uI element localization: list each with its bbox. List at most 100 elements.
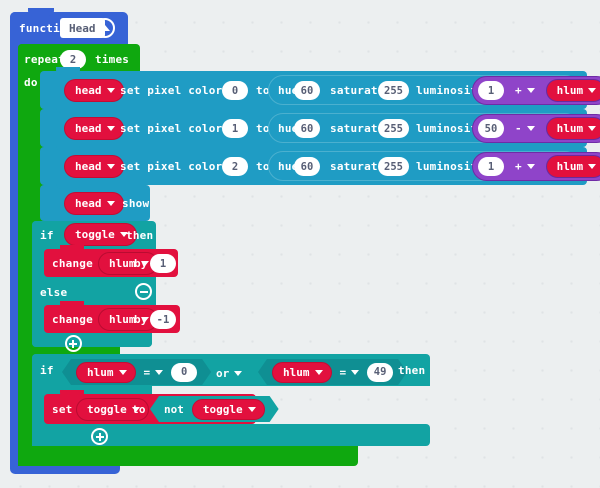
set-pixel-block-1-notch xyxy=(56,105,80,113)
if-compare-footer xyxy=(32,424,430,446)
hue-field-1[interactable]: 60 xyxy=(294,119,320,138)
change-amount-field-then[interactable]: 1 xyxy=(150,254,176,273)
join-operator-dropdown[interactable]: or xyxy=(212,365,246,382)
operand-left-field-1[interactable]: 50 xyxy=(478,119,504,138)
hue-field-0[interactable]: 60 xyxy=(294,81,320,100)
luminosity-label-2: luminosity xyxy=(416,160,485,173)
target-dropdown-2[interactable]: head xyxy=(64,155,124,178)
operand-right-dropdown-1[interactable]: hlum xyxy=(545,117,600,140)
if-toggle-else-label: else xyxy=(40,286,68,299)
show-block-notch xyxy=(56,181,80,189)
change-amount-field-else[interactable]: -1 xyxy=(150,310,176,329)
chevron-down-icon xyxy=(526,126,535,131)
saturation-field-1[interactable]: 255 xyxy=(378,119,409,138)
target-dropdown-0-label: head xyxy=(75,84,102,97)
not-operand-dropdown[interactable]: toggle xyxy=(192,399,265,420)
minus-glyph xyxy=(139,290,148,293)
if-compare-then-label: then xyxy=(398,364,426,377)
target-dropdown-1-label: head xyxy=(75,122,102,135)
set-pixel-action-2: set pixel color at xyxy=(120,160,243,173)
operand-left-field-0[interactable]: 1 xyxy=(478,81,504,100)
set-pixel-action-0: set pixel color at xyxy=(120,84,243,97)
comparison-right-operator-dropdown[interactable]: = xyxy=(340,366,360,379)
repeat-count-field[interactable]: 2 xyxy=(60,50,86,69)
target-dropdown-2-label: head xyxy=(75,160,102,173)
arithmetic-block-2[interactable]: 1 + hlum xyxy=(472,152,600,181)
operator-dropdown-0[interactable]: + xyxy=(511,82,539,99)
comparison-right-value-field[interactable]: 49 xyxy=(367,363,393,382)
minus-circle-icon[interactable] xyxy=(135,283,152,300)
comparison-left-operator-dropdown[interactable]: = xyxy=(144,366,164,379)
arithmetic-block-1[interactable]: 50 - hlum xyxy=(472,114,600,143)
pixel-index-field-2[interactable]: 2 xyxy=(222,157,248,176)
chevron-down-icon xyxy=(351,370,359,375)
target-dropdown-0[interactable]: head xyxy=(64,79,124,102)
comparison-left[interactable]: hlum = 0 xyxy=(62,359,211,385)
saturation-field-2[interactable]: 255 xyxy=(378,157,409,176)
operand-left-field-2[interactable]: 1 xyxy=(478,157,504,176)
comparison-right-variable-dropdown[interactable]: hlum xyxy=(272,362,332,383)
plus-glyph-v xyxy=(98,432,101,441)
chevron-down-icon xyxy=(588,164,597,169)
chevron-down-icon xyxy=(140,317,149,322)
show-action-label: show xyxy=(122,197,150,210)
change-variable-label-else: hlum xyxy=(109,313,136,326)
hue-label-1: hue xyxy=(278,122,299,135)
change-keyword-then: change xyxy=(52,257,93,270)
comparison-right-operator-label: = xyxy=(339,365,347,379)
comparison-left-variable-dropdown[interactable]: hlum xyxy=(76,362,136,383)
luminosity-label-0: luminosity xyxy=(416,84,485,97)
if-toggle-condition-dropdown[interactable]: toggle xyxy=(64,223,137,246)
not-operand-label: toggle xyxy=(202,402,243,416)
pixel-index-field-0[interactable]: 0 xyxy=(222,81,248,100)
target-dropdown-1[interactable]: head xyxy=(64,117,124,140)
chevron-down-icon xyxy=(155,370,163,375)
arithmetic-block-0[interactable]: 1 + hlum xyxy=(472,76,600,105)
chevron-down-icon xyxy=(234,371,243,376)
function-name-field[interactable]: Head xyxy=(60,18,105,38)
join-operator-label: or xyxy=(216,367,230,380)
comparison-left-value-field[interactable]: 0 xyxy=(171,363,197,382)
luminosity-label-1: luminosity xyxy=(416,122,485,135)
pixel-index-field-1[interactable]: 1 xyxy=(222,119,248,138)
change-by-label-then: by xyxy=(134,257,148,270)
hue-field-2[interactable]: 60 xyxy=(294,157,320,176)
operator-dropdown-0-label: + xyxy=(515,84,522,97)
repeat-times-label: times xyxy=(95,53,130,66)
set-pixel-action-1: set pixel color at xyxy=(120,122,243,135)
plus-circle-icon-if-compare[interactable] xyxy=(91,428,109,445)
function-keyword: function xyxy=(19,22,74,35)
repeat-keyword: repeat xyxy=(24,53,65,66)
saturation-label-2: saturation xyxy=(330,160,399,173)
operator-dropdown-2[interactable]: + xyxy=(511,158,539,175)
set-to-label: to xyxy=(132,403,146,416)
chevron-down-icon xyxy=(106,201,115,206)
if-toggle-if-label: if xyxy=(40,229,54,242)
operand-right-dropdown-0[interactable]: hlum xyxy=(545,79,600,102)
operand-right-dropdown-2[interactable]: hlum xyxy=(545,155,600,178)
set-toggle-variable-dropdown[interactable]: toggle xyxy=(76,398,149,421)
saturation-field-0[interactable]: 255 xyxy=(378,81,409,100)
if-toggle-then-label: then xyxy=(126,229,154,242)
change-variable-dropdown-then[interactable]: hlum xyxy=(98,252,158,275)
plus-circle-icon-if-toggle[interactable] xyxy=(64,335,82,352)
hue-label-0: hue xyxy=(278,84,299,97)
show-target-dropdown[interactable]: head xyxy=(64,192,124,215)
set-pixel-to-label-1: to xyxy=(256,122,270,135)
change-variable-label-then: hlum xyxy=(109,257,136,270)
chevron-down-icon xyxy=(106,126,115,131)
saturation-label-1: saturation xyxy=(330,122,399,135)
change-variable-dropdown-else[interactable]: hlum xyxy=(98,308,158,331)
if-compare-if-label: if xyxy=(40,364,54,377)
change-hlum-block-then-notch xyxy=(60,245,84,253)
not-label: not xyxy=(164,402,184,416)
set-pixel-to-label-0: to xyxy=(256,84,270,97)
set-toggle-block-notch xyxy=(60,390,84,398)
operator-dropdown-1[interactable]: - xyxy=(511,120,539,137)
operand-right-dropdown-0-label: hlum xyxy=(556,84,584,97)
chevron-up-circle-icon[interactable] xyxy=(95,18,115,38)
comparison-right[interactable]: hlum = 49 xyxy=(258,359,407,385)
not-block[interactable]: not toggle xyxy=(150,396,279,422)
chevron-down-icon xyxy=(119,370,127,375)
